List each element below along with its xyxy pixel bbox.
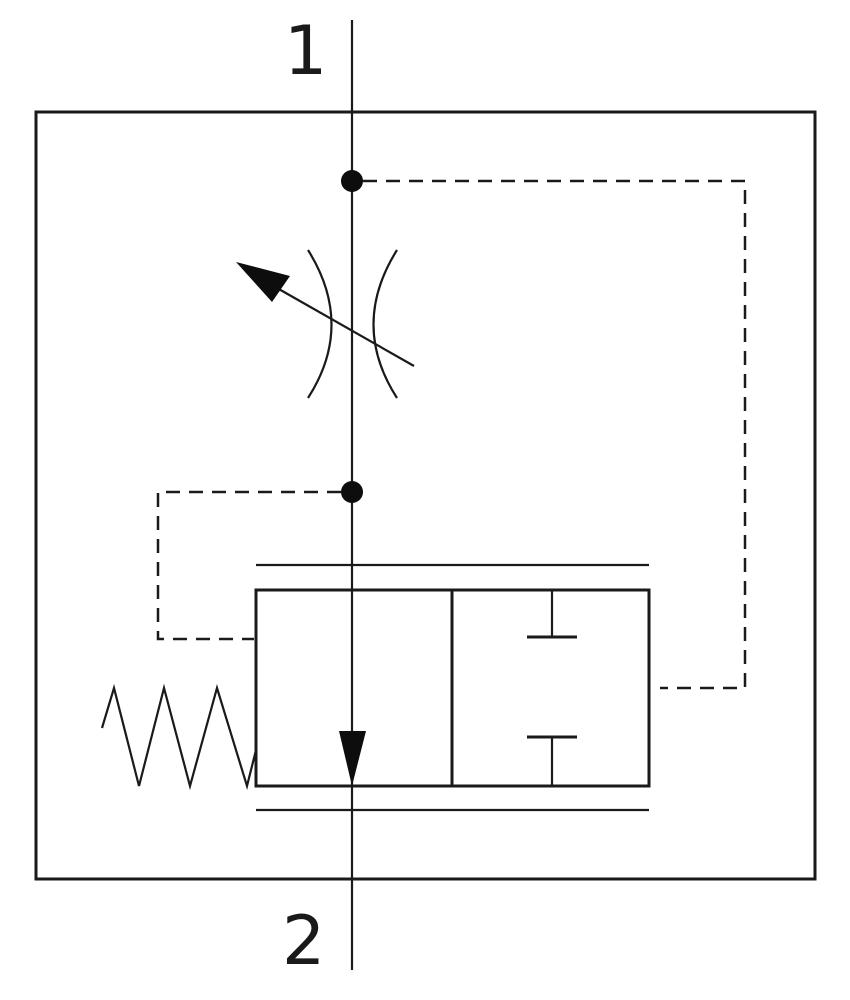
flow-arrow-head xyxy=(339,731,366,786)
orifice-left-arc xyxy=(307,249,333,399)
junction-dot-lower xyxy=(341,481,363,503)
pilot-line-upstream xyxy=(363,179,747,690)
spring xyxy=(100,683,258,791)
housing-frame xyxy=(34,110,817,881)
port-2-label: 2 xyxy=(282,902,326,981)
pressure-compensator-valve xyxy=(254,563,651,812)
adjustment-arrow-head xyxy=(236,262,290,302)
pilot-line-downstream xyxy=(156,490,341,641)
junction-dot-upper xyxy=(341,170,363,192)
adjustable-orifice xyxy=(236,249,415,399)
port-1-label: 1 xyxy=(284,12,328,91)
adjustment-arrow-shaft xyxy=(269,283,415,367)
orifice-right-arc xyxy=(372,249,398,399)
